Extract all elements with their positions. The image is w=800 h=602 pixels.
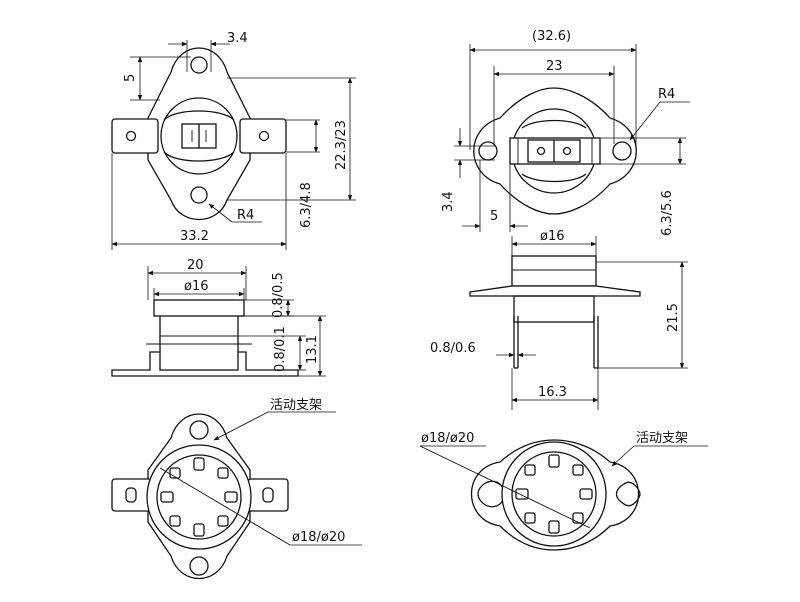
- dim-ml-b: 0.8/0.1: [273, 326, 288, 372]
- body-notch-bottom: [163, 151, 235, 162]
- mount-hole-right: [612, 141, 632, 161]
- dim-tl-left: 5: [123, 74, 138, 82]
- flange-plate: [469, 285, 641, 297]
- bottom-left-view: [111, 413, 291, 579]
- terminal-right: [239, 118, 287, 154]
- dim-mr-dia: ø16: [540, 229, 565, 244]
- body-cap: [153, 299, 245, 317]
- terminal-left: [111, 478, 153, 512]
- label-br-bracket: 活动支架: [636, 431, 688, 446]
- middle-left-view: [111, 299, 299, 377]
- bottom-left-annotations: 活动支架 ø18/ø20: [213, 398, 362, 546]
- middle-right-view: [469, 255, 641, 369]
- body-outer: [146, 444, 252, 550]
- body-notch-top: [163, 110, 235, 121]
- mount-slot-left: [477, 480, 505, 508]
- dim-mr-width: 16.3: [538, 385, 567, 400]
- top-left-view: [111, 47, 287, 221]
- mount-hole-top: [189, 420, 209, 440]
- body-outer: [501, 441, 607, 547]
- dim-tl-width: 33.2: [180, 229, 209, 244]
- dim-mr-thick: 0.8/0.6: [430, 341, 476, 356]
- top-right-dimensions: (32.6) 23 R4 3.4 5 6.3/5.6: [441, 29, 690, 236]
- terminal-bar: [509, 137, 601, 165]
- terminal-hole-right: [258, 130, 270, 142]
- top-left-dimensions: 3.4 5 22.3/23 6.3/4.8 33.2 R4: [111, 31, 356, 250]
- dim-tr-top: (32.6): [532, 29, 571, 44]
- mount-slot-right: [615, 481, 641, 507]
- dim-ml-dia: ø16: [184, 279, 209, 294]
- dim-tr-radius: R4: [658, 87, 675, 102]
- bottom-right-view: [419, 439, 641, 551]
- body-lower: [513, 295, 595, 323]
- terminal-right: [247, 478, 289, 512]
- contact-teeth: [515, 454, 593, 534]
- body-cap: [511, 255, 597, 287]
- contact-teeth: [160, 457, 238, 537]
- dim-tr-inner: 23: [546, 59, 563, 74]
- body-cylinder: [159, 314, 239, 371]
- terminal-hole-left: [125, 130, 137, 142]
- dim-tl-right-a: 22.3/23: [334, 120, 349, 170]
- mount-hole-bottom: [189, 556, 209, 576]
- dim-tr-right: 6.3/5.6: [660, 190, 675, 236]
- dim-tl-right-b: 6.3/4.8: [299, 182, 314, 228]
- dim-tr-left-b: 5: [490, 209, 498, 224]
- dim-ml-a: 0.8/0.5: [271, 272, 286, 318]
- mount-hole-top: [190, 56, 208, 74]
- label-bl-bracket: 活动支架: [270, 398, 322, 413]
- dim-mr-height: 21.5: [666, 303, 681, 332]
- dim-tl-radius: R4: [237, 208, 254, 223]
- dim-bl-dia: ø18/ø20: [292, 530, 345, 545]
- dim-tl-top: 3.4: [227, 31, 248, 46]
- diameter-leader: [419, 445, 591, 529]
- diameter-leader: [159, 467, 291, 546]
- middle-right-dimensions: ø16 21.5 0.8/0.6 16.3: [430, 229, 688, 410]
- dim-ml-top: 20: [187, 258, 204, 273]
- mount-hole-bottom: [190, 186, 208, 204]
- body-inner: [156, 454, 242, 540]
- dim-ml-c: 13.1: [305, 335, 320, 364]
- body-inner: [511, 451, 597, 537]
- dim-br-dia: ø18/ø20: [421, 431, 474, 446]
- middle-left-dimensions: 20 ø16 0.8/0.5 0.8/0.1 13.1: [147, 258, 326, 377]
- dim-tr-left-a: 3.4: [441, 191, 456, 212]
- bottom-right-annotations: ø18/ø20 活动支架: [420, 431, 708, 467]
- top-right-view: [473, 87, 637, 215]
